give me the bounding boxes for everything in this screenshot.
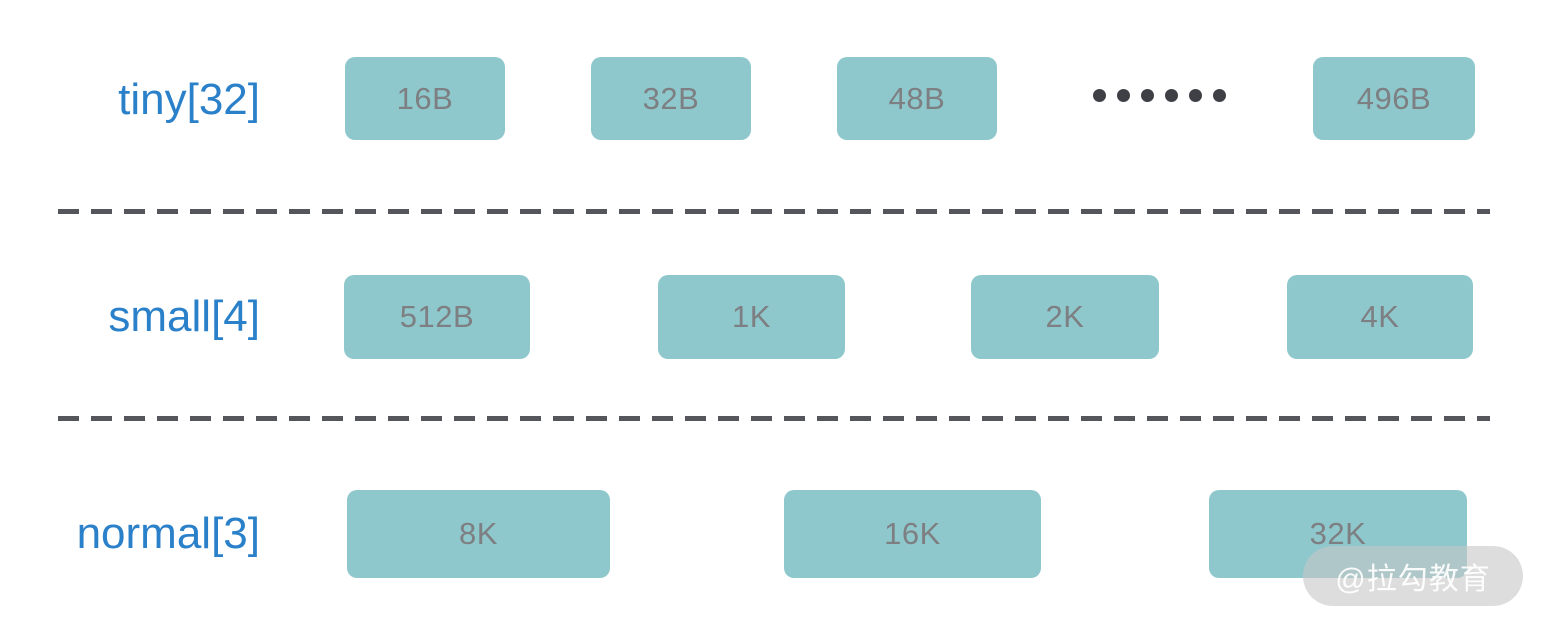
dot (1165, 89, 1178, 102)
dot (1189, 89, 1202, 102)
size-box-512b: 512B (344, 275, 530, 359)
size-box-8k: 8K (347, 490, 610, 578)
size-box-16b: 16B (345, 57, 505, 140)
dashed-divider (58, 416, 1490, 421)
dot (1213, 89, 1226, 102)
size-box-16k: 16K (784, 490, 1041, 578)
row-label-normal: normal[3] (76, 509, 260, 558)
watermark-badge: @拉勾教育 (1303, 546, 1523, 606)
dot (1117, 89, 1130, 102)
size-box-1k: 1K (658, 275, 845, 359)
size-box-32b: 32B (591, 57, 751, 140)
dashed-divider (58, 209, 1490, 214)
row-label-tiny: tiny[32] (118, 75, 260, 124)
ellipsis-icon (1093, 89, 1226, 102)
dot (1141, 89, 1154, 102)
dot (1093, 89, 1106, 102)
size-box-4k: 4K (1287, 275, 1473, 359)
size-box-2k: 2K (971, 275, 1159, 359)
size-box-48b: 48B (837, 57, 997, 140)
size-box-496b: 496B (1313, 57, 1475, 140)
row-label-small: small[4] (108, 292, 260, 341)
